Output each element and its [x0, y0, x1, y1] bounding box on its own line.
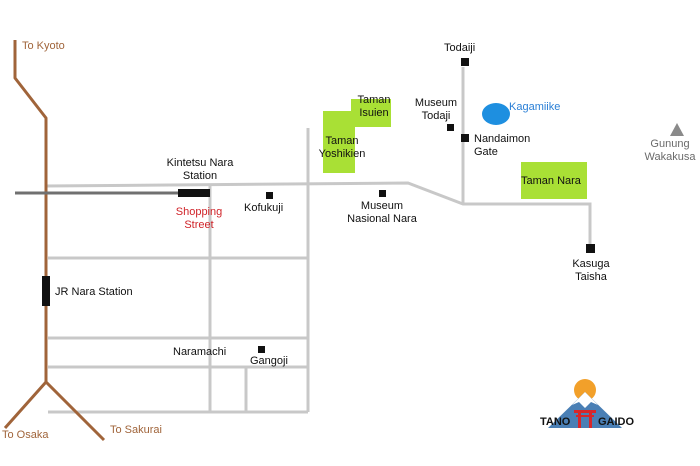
kasuga-marker [586, 244, 595, 253]
museum-nasional-marker [379, 190, 386, 197]
gangoji-marker [258, 346, 265, 353]
nandaimon-marker [461, 134, 469, 142]
kagamiike-pond [482, 103, 510, 125]
label-jr-nara-station: JR Nara Station [55, 286, 133, 298]
label-to-osaka: To Osaka [2, 429, 49, 441]
label-kofukuji: Kofukuji [244, 202, 284, 214]
label-museum-todaji: Museum Todaji [414, 97, 458, 122]
sun-icon [574, 379, 596, 401]
taman-nara-park [521, 162, 587, 199]
museum-todaji-marker [447, 124, 454, 131]
jr-rail [3, 40, 106, 442]
label-todaiji: Todaiji [444, 42, 476, 54]
label-to-kyoto: To Kyoto [22, 40, 65, 52]
label-taman-nara: Taman Nara [521, 175, 581, 187]
label-museum-nasional: Museum Nasional Nara [347, 200, 417, 225]
jr-line [3, 40, 48, 429]
taman-yoshikien-park [323, 111, 355, 173]
label-gangoji: Gangoji [250, 355, 288, 367]
sakurai-line [44, 380, 106, 442]
taman-isuien-park [351, 99, 391, 127]
label-nandaimon-gate: Nandaimon Gate [474, 133, 531, 158]
snowcap-icon [572, 392, 598, 408]
torii-icon [574, 410, 596, 428]
todaiji-marker [461, 58, 469, 66]
kintetsu-station-marker [178, 189, 210, 197]
label-taman-yoshikien: Taman Yoshikien [318, 135, 366, 160]
logo-text-gaido: GAIDO [598, 416, 635, 428]
jr-station-marker [42, 276, 50, 306]
mountain-icon [670, 123, 684, 136]
label-to-sakurai: To Sakurai [110, 424, 162, 436]
label-shopping-street: Shopping Street [175, 206, 223, 231]
kofukuji-marker [266, 192, 273, 199]
label-kintetsu-station: Kintetsu Nara Station [166, 157, 234, 182]
label-naramachi: Naramachi [173, 346, 227, 358]
label-taman-isuien: Taman Isuien [357, 94, 391, 119]
tano-gaido-logo [548, 379, 622, 428]
label-kasuga-taisha: Kasuga Taisha [572, 258, 610, 283]
logo-text-tano: TANO [540, 416, 571, 428]
label-kagamiike: Kagamiike [509, 101, 561, 113]
label-gunung-wakakusa: Gunung Wakakusa [644, 138, 696, 163]
